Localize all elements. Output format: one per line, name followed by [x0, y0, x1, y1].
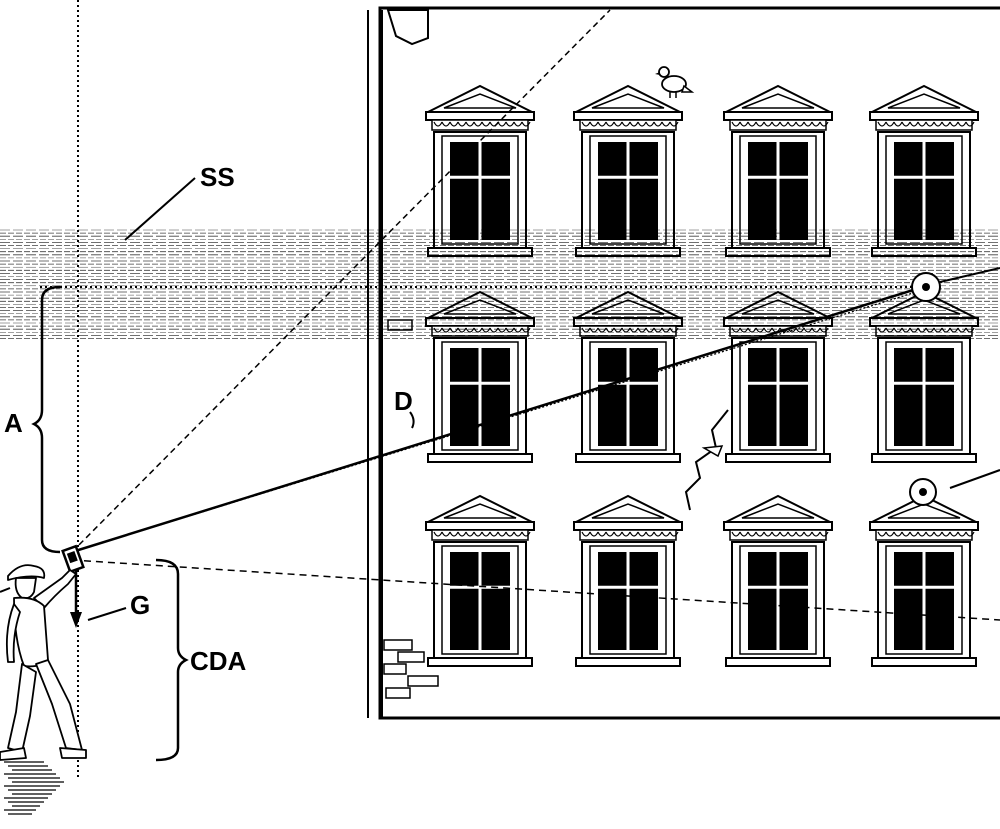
target-marker-lower — [909, 478, 937, 506]
window — [869, 84, 979, 257]
label-d: D — [394, 386, 413, 416]
window — [573, 494, 683, 667]
window — [723, 494, 833, 667]
upper-dashed-sightline — [71, 9, 611, 553]
target-leader-upper — [939, 267, 1000, 283]
roof-bracket — [386, 9, 429, 46]
window — [869, 494, 979, 667]
person-figure — [0, 564, 87, 761]
window — [573, 84, 683, 257]
label-g: G — [130, 590, 150, 620]
bracket-a — [31, 285, 61, 554]
measuring-device-icon — [61, 544, 85, 574]
lower-dashed-sightline — [71, 559, 1000, 621]
window — [723, 84, 833, 257]
target-marker-upper — [911, 272, 941, 302]
target-leader-lower — [949, 469, 1000, 489]
d-leader — [409, 411, 415, 429]
window — [723, 290, 833, 463]
label-ss: SS — [200, 162, 235, 192]
g-leader — [87, 607, 127, 621]
window — [573, 290, 683, 463]
label-a: A — [4, 408, 23, 438]
ground-hatch — [4, 761, 64, 815]
edge-pipe — [367, 10, 383, 718]
window-grid — [425, 84, 979, 667]
exposed-bricks — [383, 639, 439, 699]
label-cda: CDA — [190, 646, 247, 676]
wall-bracket — [387, 319, 413, 331]
window — [869, 290, 979, 463]
pigeon-icon — [655, 66, 695, 98]
wall-crack — [684, 409, 729, 511]
building — [367, 6, 1000, 720]
window — [425, 494, 535, 667]
ss-leader — [124, 177, 196, 241]
sky-hatch-band — [0, 229, 1000, 339]
crack-chip — [701, 445, 724, 458]
person-outline-edge — [0, 587, 11, 593]
gravity-arrowhead — [70, 612, 82, 628]
window — [425, 84, 535, 257]
dotted-sightline — [71, 288, 927, 553]
bracket-cda — [155, 558, 189, 762]
